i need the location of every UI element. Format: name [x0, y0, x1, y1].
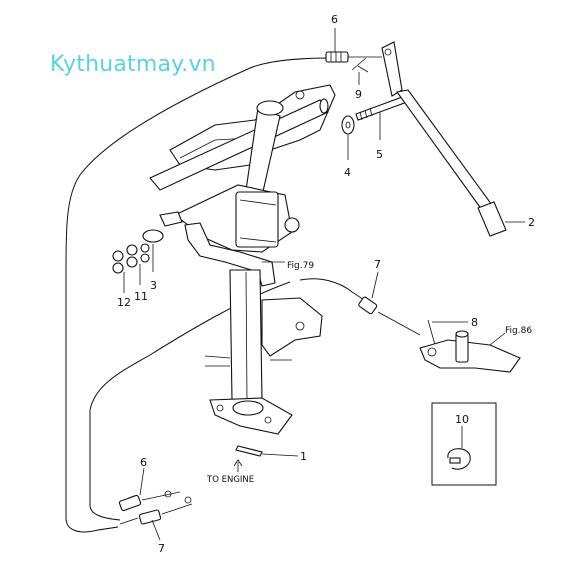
washer [341, 115, 355, 135]
callout-10: 10 [455, 413, 469, 426]
nut-washer-stack [112, 229, 164, 274]
choke-cable-route [89, 281, 291, 521]
watermark-logo: Kythuatmay.vn [50, 52, 216, 77]
callout-7-bottom: 7 [158, 542, 165, 555]
callout-9: 9 [355, 88, 362, 101]
throttle-cable-route [65, 57, 334, 533]
throttle-lever [381, 41, 493, 211]
callout-11: 11 [134, 290, 148, 303]
callout-4: 4 [344, 166, 351, 179]
callout-5: 5 [376, 148, 383, 161]
bolt-shaft [355, 95, 408, 121]
callout-3: 3 [150, 279, 157, 292]
governor-lever-bracket [419, 330, 521, 373]
callout-6-bottom: 6 [140, 456, 147, 469]
callout-2: 2 [528, 216, 535, 229]
leader-lines [123, 28, 525, 541]
upper-frame-plate [169, 84, 336, 204]
callout-1: 1 [300, 450, 307, 463]
engine-cable-ends [97, 490, 193, 531]
cable-adjuster [351, 291, 436, 346]
cotter-pin [351, 57, 369, 73]
fig-86-reference: Fig.86 [505, 326, 532, 336]
callout-6-top: 6 [331, 13, 338, 26]
callout-7-mid: 7 [374, 258, 381, 271]
cable-end-top [325, 51, 382, 63]
base-plate [209, 397, 293, 435]
upper-tube [245, 100, 284, 197]
lever-cable-route [299, 278, 353, 293]
inset-box [431, 402, 497, 486]
to-engine-label: TO ENGINE [206, 475, 254, 485]
callout-8: 8 [471, 316, 478, 329]
fig-79-reference: Fig.79 [287, 261, 314, 271]
pin [235, 445, 263, 457]
support-column [204, 269, 323, 403]
horizontal-shaft [149, 99, 329, 191]
lever-grip [477, 201, 507, 237]
callout-12: 12 [117, 296, 131, 309]
bracket-housing [159, 184, 300, 253]
